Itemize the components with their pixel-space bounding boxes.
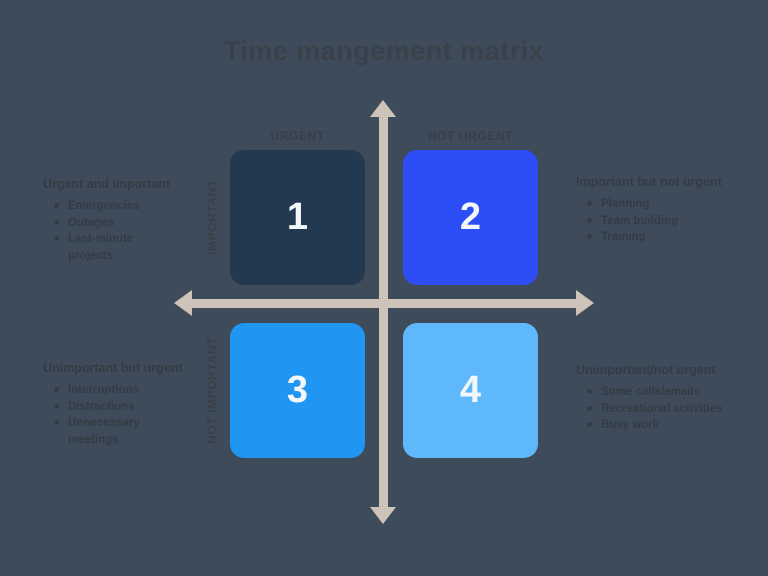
list-item-label: Recreational activities <box>601 402 723 415</box>
annotation-list: Planning Team building Training <box>576 196 764 246</box>
column-label-urgent: URGENT <box>270 129 325 143</box>
quadrant-number: 4 <box>459 369 482 411</box>
list-item: Unnecessary meetings <box>54 415 211 448</box>
list-item: Last-minute projects <box>54 231 211 264</box>
bullet-dot-icon <box>587 389 592 394</box>
list-item: Recreational activities <box>587 401 764 418</box>
annotation-heading: Unimportant/not urgent <box>576 363 716 377</box>
arrow-left-icon <box>174 290 192 316</box>
bullet-dot-icon <box>587 405 592 411</box>
bullet-dot-icon <box>587 217 592 223</box>
page-title: Time mangement matrix <box>223 36 545 66</box>
annotation-top-left: Urgent and important Emergencies Outages… <box>43 176 211 264</box>
annotation-heading: Unimportant but urgent <box>43 361 183 375</box>
bullet-dot-icon <box>54 387 59 392</box>
annotation-heading: Urgent and important <box>43 177 171 191</box>
list-item: Outages <box>54 215 211 232</box>
list-item-label: Interruptions <box>68 384 139 396</box>
bullet-dot-icon <box>54 219 59 225</box>
list-item-label: Unnecessary meetings <box>68 417 140 446</box>
arrow-right-icon <box>576 290 594 316</box>
quadrant-4: 4 <box>403 323 538 458</box>
quadrant-3: 3 <box>230 323 365 458</box>
annotation-list: Some calls/emails Recreational activitie… <box>576 384 764 434</box>
bullet-dot-icon <box>54 203 59 208</box>
list-item-label: Team building <box>601 214 679 227</box>
quadrant-number: 2 <box>459 196 482 238</box>
bullet-dot-icon <box>587 234 592 239</box>
list-item-label: Busy work <box>601 419 660 431</box>
annotation-list: Emergencies Outages Last-minute projects <box>43 198 211 264</box>
column-label-not-urgent: NOT URGENT <box>427 129 514 143</box>
horizontal-axis-line <box>191 299 577 308</box>
annotation-bottom-right: Unimportant/not urgent Some calls/emails… <box>576 362 764 434</box>
list-item-label: Emergencies <box>68 200 140 212</box>
bullet-dot-icon <box>587 422 592 427</box>
quadrant-2: 2 <box>403 150 538 285</box>
quadrant-1: 1 <box>230 150 365 285</box>
annotation-top-right: Important but not urgent Planning Team b… <box>576 174 764 246</box>
annotation-heading: Important but not urgent <box>576 175 722 189</box>
list-item: Planning <box>587 196 764 213</box>
list-item: Interruptions <box>54 382 211 399</box>
list-item-label: Training <box>601 231 646 243</box>
list-item-label: Planning <box>601 198 650 210</box>
bullet-dot-icon <box>54 236 59 241</box>
arrow-down-icon <box>370 507 396 524</box>
list-item-label: Some calls/emails <box>601 386 701 398</box>
quadrant-number: 1 <box>286 196 309 238</box>
list-item-label: Distractions <box>68 400 135 413</box>
bullet-dot-icon <box>54 420 59 425</box>
list-item: Emergencies <box>54 198 211 215</box>
bullet-dot-icon <box>587 201 592 206</box>
list-item: Some calls/emails <box>587 384 764 401</box>
annotation-bottom-left: Unimportant but urgent Interruptions Dis… <box>43 360 211 448</box>
arrow-up-icon <box>370 100 396 117</box>
vertical-axis-line <box>379 116 388 508</box>
list-item-label: Last-minute projects <box>68 233 134 262</box>
list-item-label: Outages <box>68 216 115 229</box>
list-item: Busy work <box>587 417 764 434</box>
list-item: Team building <box>587 213 764 230</box>
annotation-list: Interruptions Distractions Unnecessary m… <box>43 382 211 448</box>
bullet-dot-icon <box>54 403 59 409</box>
list-item: Distractions <box>54 399 211 416</box>
list-item: Training <box>587 229 764 246</box>
quadrant-number: 3 <box>286 369 309 411</box>
